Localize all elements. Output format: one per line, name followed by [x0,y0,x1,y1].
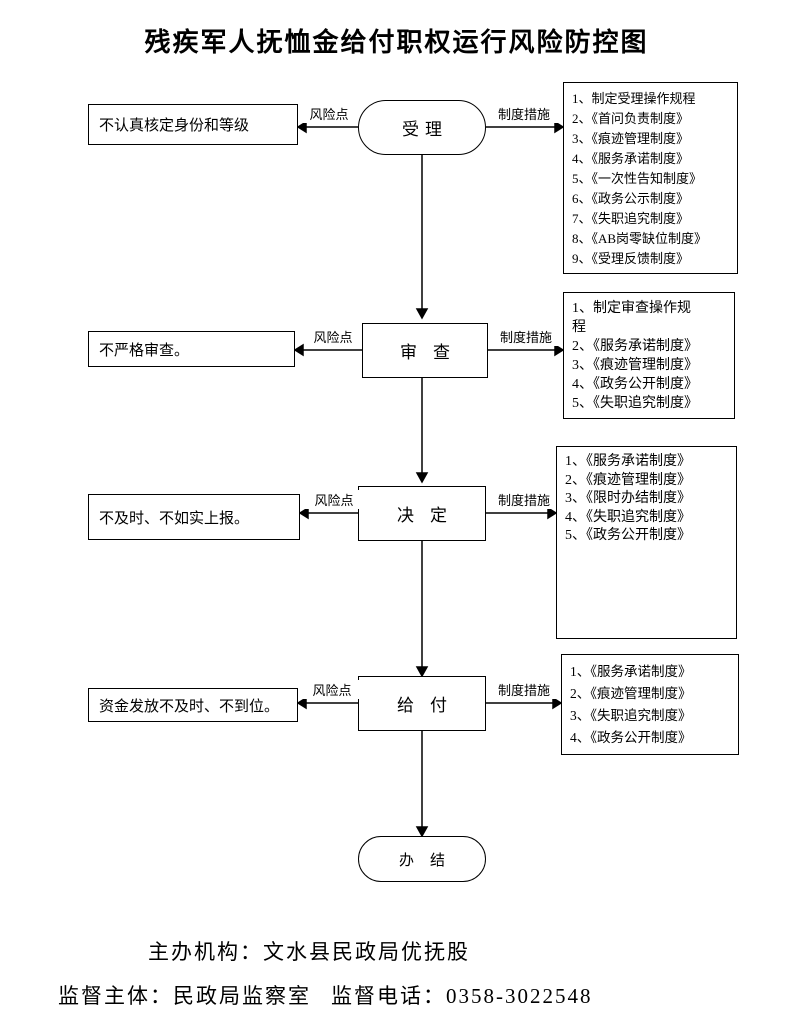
risk-box-pay: 资金发放不及时、不到位。 [88,688,298,722]
risk-point-label: 风险点 [300,104,358,123]
node-review-label: 审查 [400,343,466,362]
measure-item: 1、《服务承诺制度》 [570,664,692,679]
risk-text: 不及时、不如实上报。 [99,510,250,527]
measure-item: 1、《服务承诺制度》 [565,454,691,469]
node-accept-label: 受理 [402,120,448,139]
node-accept: 受理 [358,100,486,155]
measure-item: 4、《服务承诺制度》 [572,151,690,166]
measure-item: 2、《痕迹管理制度》 [570,686,692,701]
footer-supervisor: 监督主体：民政局监察室 [58,984,311,1008]
node-pay-label: 给付 [397,696,463,715]
arrow-review-to-decide [415,378,429,484]
node-decide-label: 决定 [397,506,463,525]
measure-item: 9、《受理反馈制度》 [572,251,690,266]
risk-box-accept: 不认真核定身份和等级 [88,104,298,145]
measure-item: 5、《政务公开制度》 [565,528,691,543]
arrow-decide-risk [298,506,358,520]
footer-organizer: 主办机构：文水县民政局优抚股 [148,940,470,964]
measures-label: 制度措施 [490,327,562,346]
measure-item: 6、《政务公示制度》 [572,191,690,206]
risk-point-label: 风险点 [305,490,363,509]
measures-label: 制度措施 [488,680,560,699]
risk-point-label: 风险点 [304,327,362,346]
arrow-pay-risk [296,696,358,710]
risk-text: 资金发放不及时、不到位。 [99,698,280,715]
risk-box-review: 不严格审查。 [88,331,295,367]
measure-item: 4、《失职追究制度》 [565,509,691,525]
measure-item: 2、《服务承诺制度》 [572,339,698,354]
measure-item: 3、《限时办结制度》 [565,491,691,506]
footer-phone: 监督电话：0358-3022548 [331,984,593,1008]
risk-text: 不严格审查。 [99,342,190,359]
measure-item: 3、《痕迹管理制度》 [572,358,698,373]
measures-box-review: 1、制定审查操作规程 2、《服务承诺制度》 3、《痕迹管理制度》 4、《政务公开… [563,292,735,419]
measure-item: 3、《失职追究制度》 [570,708,692,723]
measures-box-pay: 1、《服务承诺制度》 2、《痕迹管理制度》 3、《失职追究制度》 4、《政务公开… [561,654,739,755]
measure-item: 2、《痕迹管理制度》 [565,472,691,488]
measure-item: 5、《一次性告知制度》 [572,171,703,186]
measure-item: 8、《AB岗零缺位制度》 [572,231,708,246]
node-pay: 给付 [358,676,486,731]
page-title: 残疾军人抚恤金给付职权运行风险防控图 [144,27,649,57]
arrow-accept-risk [296,120,358,134]
measure-item: 1、制定审查操作规程 [572,301,691,335]
measures-box-decide: 1、《服务承诺制度》 2、《痕迹管理制度》 3、《限时办结制度》 4、《失职追究… [556,446,737,639]
risk-text: 不认真核定身份和等级 [99,118,250,134]
measure-item: 3、《痕迹管理制度》 [572,131,690,146]
measure-item: 5、《失职追究制度》 [572,396,698,411]
measure-item: 1、制定受理操作规程 [572,91,696,106]
node-decide: 决定 [358,486,486,541]
arrow-review-risk [293,343,362,357]
measure-item: 4、《政务公开制度》 [570,730,692,745]
risk-point-label: 风险点 [303,680,361,699]
arrow-accept-measures [486,120,565,134]
measure-item: 4、《政务公开制度》 [572,377,698,392]
measures-label: 制度措施 [488,490,560,509]
measure-item: 2、《首问负责制度》 [572,111,690,126]
arrow-pay-to-end [415,731,429,838]
arrow-review-measures [488,343,565,357]
measure-item: 7、《失职追究制度》 [572,211,690,226]
arrow-decide-to-pay [415,541,429,678]
node-end-label: 办结 [398,852,461,869]
node-review: 审查 [362,323,488,378]
measures-box-accept: 1、制定受理操作规程 2、《首问负责制度》 3、《痕迹管理制度》 4、《服务承诺… [563,82,738,274]
node-end: 办结 [358,836,486,882]
arrow-decide-measures [486,506,558,520]
measures-label: 制度措施 [488,104,560,123]
arrow-pay-measures [486,696,563,710]
arrow-accept-to-review [415,155,429,320]
risk-box-decide: 不及时、不如实上报。 [88,494,300,540]
footer-supervision: 监督主体：民政局监察室监督电话：0358-3022548 [58,980,593,1010]
